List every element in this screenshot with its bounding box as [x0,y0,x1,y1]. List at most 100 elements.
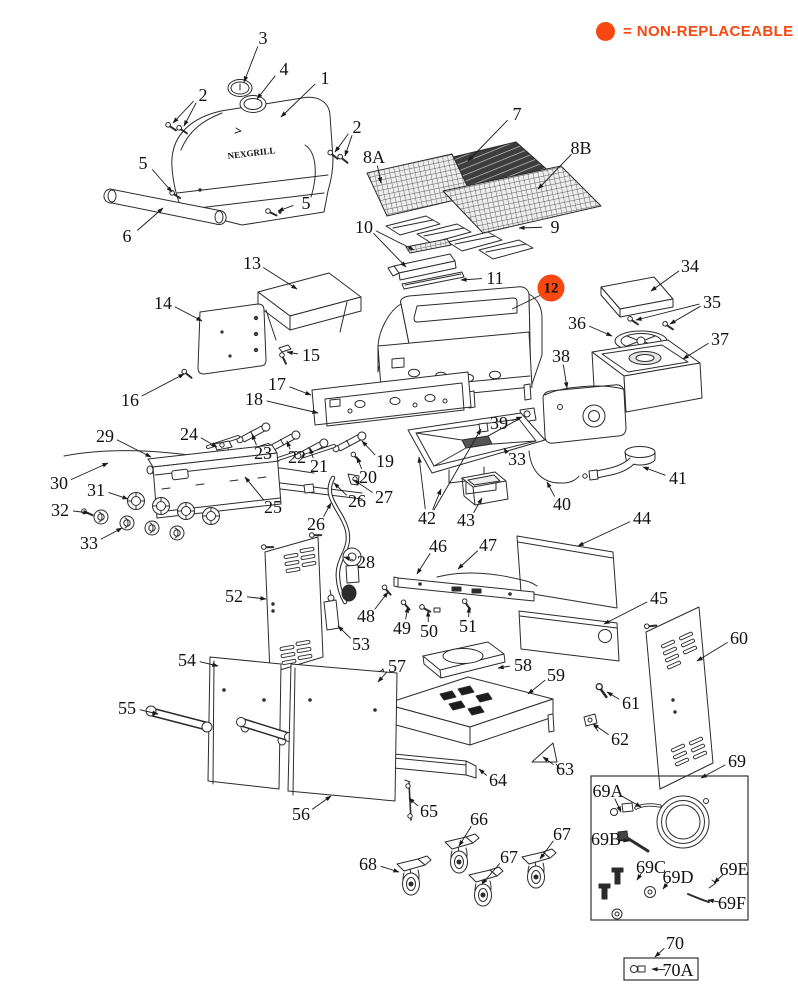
part-label-49: 49 [393,618,411,638]
crossover-tube-drawing [401,271,465,290]
part-label-50: 50 [420,621,438,641]
leader-line-42 [417,456,426,510]
leader-line-57 [377,671,388,683]
part-label-41: 41 [669,468,687,488]
part-label-8A: 8A [363,147,385,167]
clip-62-drawing [583,713,599,732]
part-label-39: 39 [490,413,508,433]
leader-line-10 [375,230,415,251]
part-label-34: 34 [681,256,699,276]
leader-line-8A [376,165,382,184]
leader-line-63 [542,756,554,766]
leader-line-38 [562,364,569,389]
left-side-panel-52-drawing [259,529,324,674]
part-label-59: 59 [547,665,565,685]
part-label-38: 38 [552,346,570,366]
part-label-14: 14 [154,293,172,313]
leader-line-67 [481,863,501,885]
leader-line-27 [353,479,373,493]
leader-line-69B [618,838,630,843]
part-label-35: 35 [703,292,721,312]
part-label-69E: 69E [720,859,749,879]
part-label-31: 31 [87,480,105,500]
leader-line-2 [183,102,197,127]
leader-line-12 [511,294,542,310]
part-label-1: 1 [321,68,330,88]
right-door-drawing [287,663,398,802]
leader-line-54 [199,661,219,667]
leader-line-1 [280,83,316,118]
part-label-20: 20 [359,467,377,487]
caster-68-drawing [396,855,432,896]
leader-line-68 [380,865,400,873]
part-label-33: 33 [508,449,526,469]
part-label-63: 63 [556,759,574,779]
caster-66-drawing [444,833,480,874]
leader-line-65 [408,797,419,807]
leader-line-70 [654,947,665,958]
leader-line-64 [478,768,488,776]
leader-line-9 [518,225,543,231]
leader-line-56 [311,795,332,810]
part-label-27: 27 [375,487,393,507]
leader-line-26 [323,502,332,517]
part-label-21: 21 [310,456,328,476]
caster-67b-drawing [521,848,557,889]
leader-line-4 [256,75,276,100]
leader-line-46 [416,552,431,575]
lid-drawing: NEXGRILL [171,96,334,226]
leader-line-26 [333,482,348,496]
part-label-6: 6 [123,226,132,246]
part-label-46: 46 [429,536,447,556]
part-label-54: 54 [178,650,196,670]
leader-line-33 [100,527,123,540]
thermometer-bezel-drawing [239,95,267,113]
battery-holder-53-drawing [323,589,340,631]
part-label-11: 11 [486,268,503,288]
leader-line-20 [356,456,363,470]
legend: = NON-REPLACEABLE [596,22,794,41]
part-label-53: 53 [352,634,370,654]
leader-line-22 [286,440,292,450]
leader-line-2 [344,135,353,157]
leader-line-8B [537,153,572,190]
part-label-44: 44 [633,508,651,528]
leader-line-17 [289,386,312,396]
part-label-69D: 69D [663,867,694,887]
part-label-70: 70 [666,933,684,953]
leader-line-36 [589,325,613,337]
leader-line-16 [141,373,185,397]
bottom-shelf-59-drawing [382,676,555,746]
side-burner-venturi-drawing [582,446,656,481]
lid-handle-drawing [103,188,227,226]
panel-44-drawing [516,535,618,609]
part-label-36: 36 [568,313,586,333]
leader-line-69A [614,798,622,813]
leader-line-42 [433,428,482,511]
regulator-28-drawing [341,547,362,602]
screw-49-drawing [399,598,414,611]
part-label-69A: 69A [593,781,624,801]
leader-line-69E [713,873,724,884]
leader-line-41 [642,466,666,476]
legend-text: = NON-REPLACEABLE [623,23,794,40]
part-label-26: 26 [348,491,366,511]
part-label-37: 37 [711,329,729,349]
leader-line-11 [460,277,483,282]
part-label-67: 67 [553,824,571,844]
leader-line-42 [432,488,442,511]
part-label-40: 40 [553,494,571,514]
kit-boxes [590,775,749,981]
part-label-9: 9 [551,217,560,237]
leader-line-5 [277,205,294,212]
screw-51-drawing [460,596,475,611]
wire-47-drawing [436,572,538,587]
leader-line-69C [636,872,642,881]
part-label-16: 16 [121,390,139,410]
part-label-10: 10 [355,217,373,237]
leader-line-2 [172,100,194,124]
leader-line-37 [682,342,709,360]
thermometer-drawing [227,79,253,97]
